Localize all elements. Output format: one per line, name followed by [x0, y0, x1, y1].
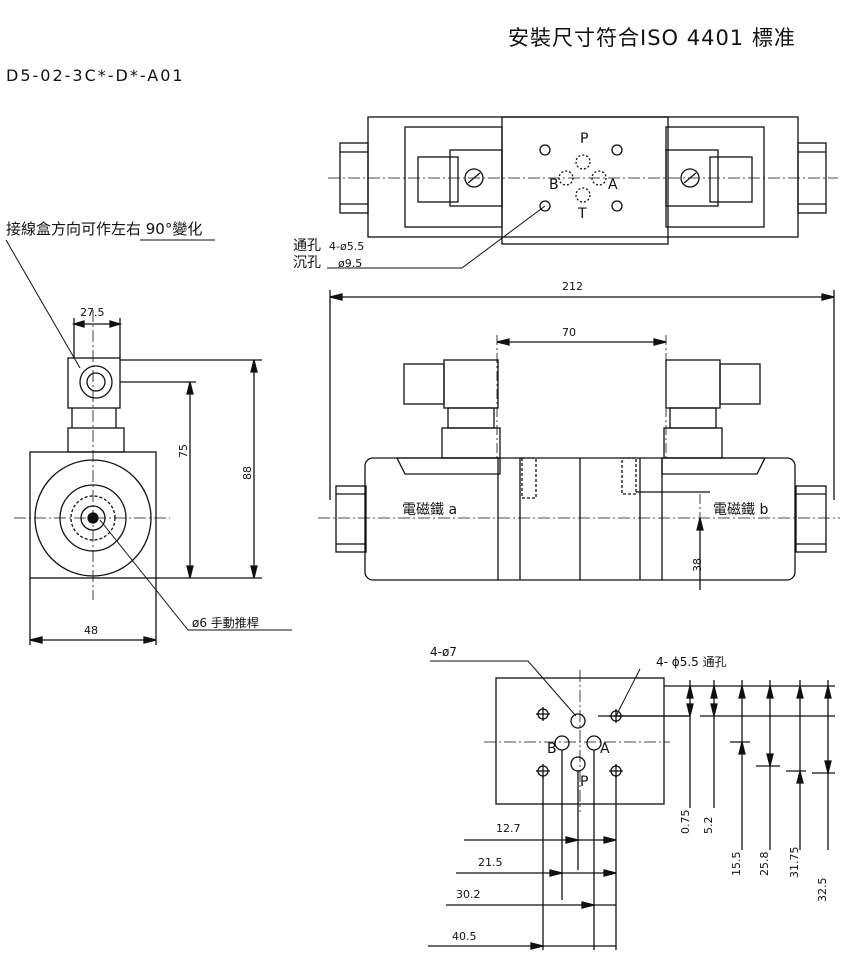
dim-38: 38	[691, 558, 704, 572]
bottom-port-p-label: P	[580, 774, 588, 790]
junction-box-note: 接線盒方向可作左右 90°變化	[6, 220, 203, 238]
side-junction-box	[67, 357, 121, 409]
dim-21-5: 21.5	[478, 856, 503, 869]
dim-88: 88	[241, 466, 254, 480]
right-plug	[719, 363, 761, 405]
top-left-housing	[404, 126, 503, 228]
port-b-label: B	[549, 177, 559, 193]
solenoid-b-label: 電磁鐵 b	[713, 501, 768, 518]
bottom-port-b-label: B	[547, 741, 557, 757]
model-code: D5-02-3C*-D*-A01	[6, 66, 185, 85]
front-right-nut	[795, 485, 827, 553]
dim-27-5: 27.5	[80, 306, 105, 319]
dim-32-5: 32.5	[816, 878, 829, 903]
port-t-label: T	[577, 206, 587, 222]
bottom-hole-left-label: 4-ø7	[430, 645, 457, 659]
dim-70: 70	[562, 326, 576, 339]
dim-12-7: 12.7	[496, 822, 521, 835]
dim-212: 212	[562, 280, 583, 293]
dim-48: 48	[84, 624, 98, 637]
dim-30-2: 30.2	[456, 888, 481, 901]
standard-note: 安裝尺寸符合ISO 4401 標准	[508, 26, 796, 50]
port-pattern-top	[539, 144, 623, 212]
top-right-coil	[709, 156, 753, 203]
port-p-label: P	[580, 131, 588, 147]
dim-15-5: 15.5	[730, 852, 743, 877]
bottom-port-a-label: A	[600, 741, 610, 757]
manual-pin-label: ø6 手動推桿	[192, 615, 259, 630]
dim-5-2: 5.2	[702, 817, 715, 835]
side-view	[5, 239, 292, 645]
front-left-nut	[335, 485, 367, 553]
left-plug-body	[443, 359, 499, 409]
port-a-label: A	[608, 177, 618, 193]
dim-31-75: 31.75	[788, 847, 801, 879]
front-view	[318, 290, 840, 590]
dim-25-8: 25.8	[758, 852, 771, 877]
top-left-coil	[417, 156, 459, 203]
bottom-view	[428, 660, 835, 950]
solenoid-a-label: 電磁鐵 a	[402, 501, 457, 518]
counterbore-label: 沉孔	[293, 255, 321, 271]
top-view	[327, 116, 838, 269]
through-hole-spec: 4-ø5.5	[329, 240, 364, 253]
counterbore-spec: ø9.5	[338, 257, 362, 270]
dim-40-5: 40.5	[452, 930, 477, 943]
dim-75: 75	[177, 444, 190, 458]
right-plug-body	[665, 359, 721, 409]
dim-0-75: 0.75	[679, 810, 692, 835]
left-plug	[403, 363, 445, 405]
bottom-hole-right-label: 4- ϕ5.5 通孔	[656, 655, 727, 669]
through-hole-label: 通孔	[293, 238, 321, 254]
